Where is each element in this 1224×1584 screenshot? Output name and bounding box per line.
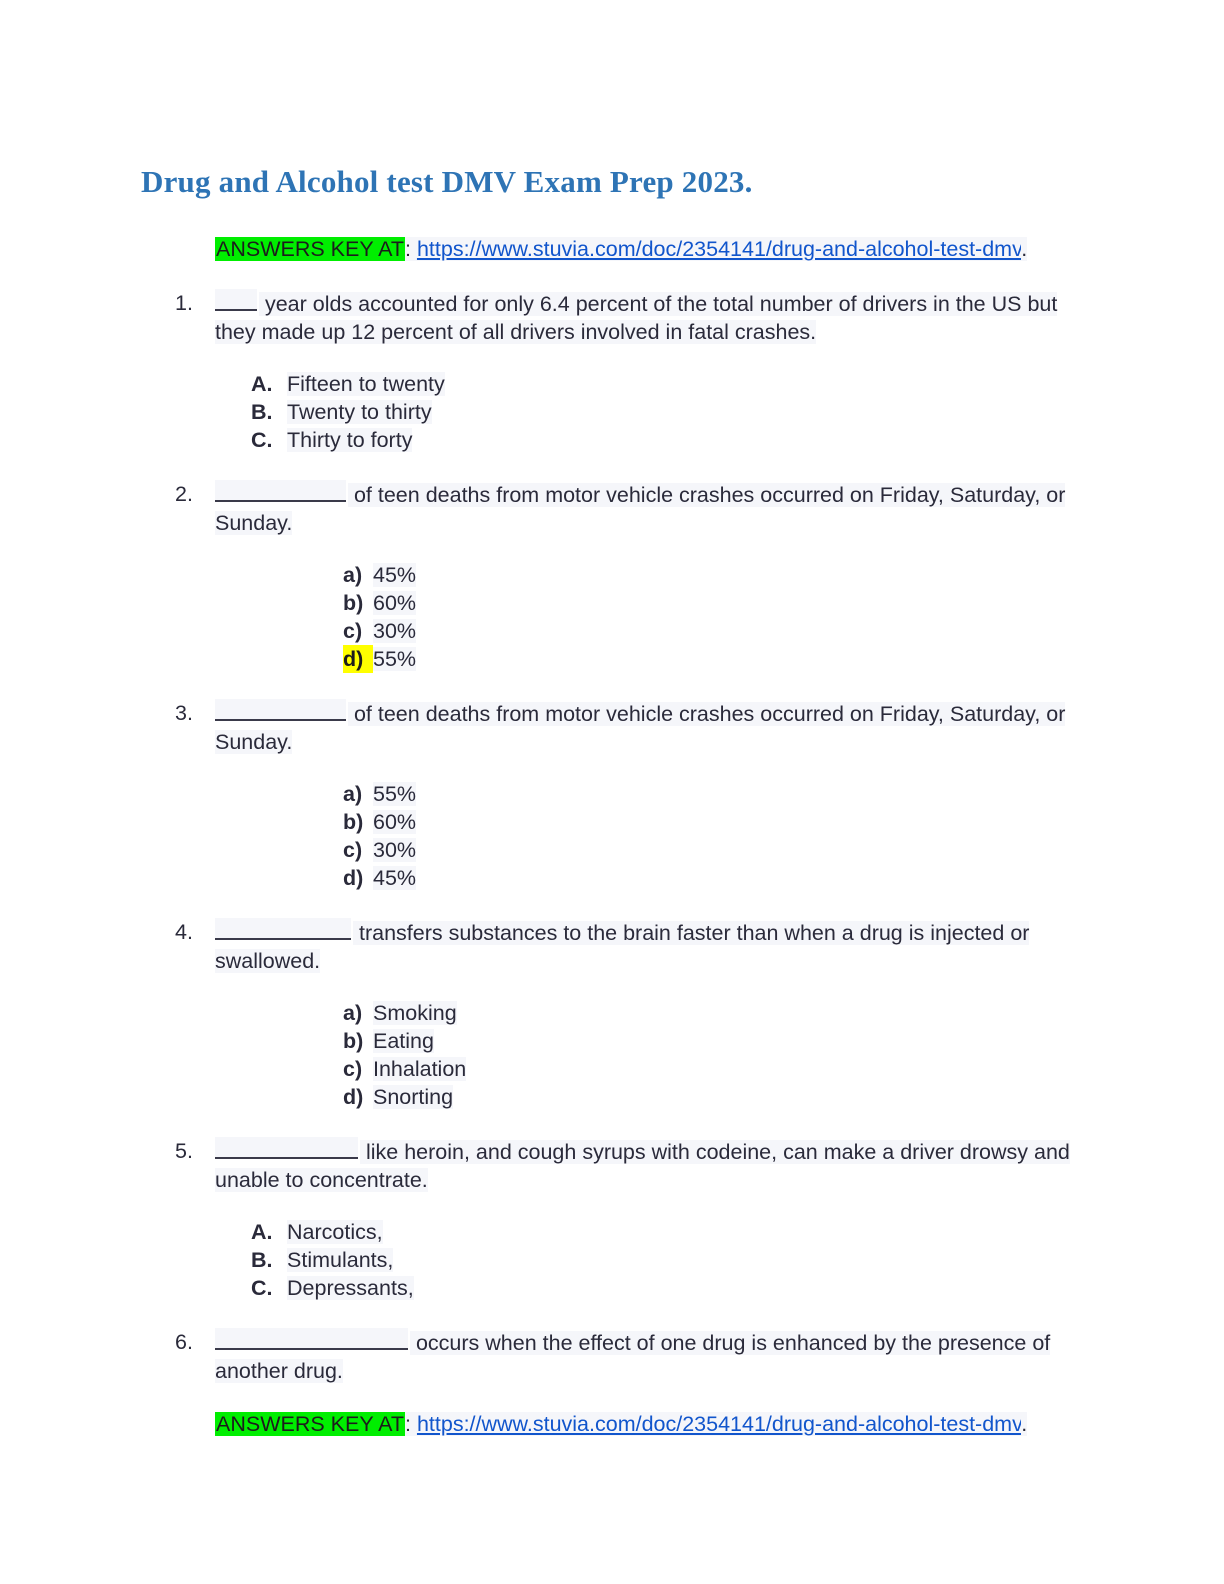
- option-marker: c): [343, 619, 363, 643]
- answer-options: a) 55% b) 60% c) 30% d) 45%: [171, 780, 1071, 892]
- question-text: year olds accounted for only 6.4 percent…: [215, 289, 1071, 346]
- question-item: 4. transfers substances to the brain fas…: [171, 918, 1071, 1111]
- answer-option[interactable]: A. Fifteen to twenty: [171, 370, 1071, 398]
- option-marker: b): [343, 1029, 364, 1053]
- option-marker: A.: [251, 372, 273, 396]
- answer-option[interactable]: B. Stimulants,: [171, 1246, 1071, 1274]
- answer-option[interactable]: c) 30%: [171, 836, 1071, 864]
- option-label: 60%: [373, 591, 417, 615]
- answer-option[interactable]: b) Eating: [171, 1027, 1071, 1055]
- option-label: Twenty to thirty: [287, 400, 432, 424]
- answers-key-label: ANSWERS KEY AT: [215, 237, 405, 261]
- option-label: 45%: [373, 866, 417, 890]
- answer-option[interactable]: d)55%: [171, 645, 1071, 673]
- answer-blank: [215, 1328, 408, 1350]
- answers-key-separator-footer: :: [404, 1412, 411, 1436]
- option-label: Inhalation: [373, 1057, 467, 1081]
- option-label: Snorting: [373, 1085, 454, 1109]
- question-number: 4.: [175, 920, 193, 944]
- question-text: occurs when the effect of one drug is en…: [215, 1328, 1071, 1385]
- answer-blank: [215, 480, 346, 502]
- option-label: Depressants,: [287, 1276, 414, 1300]
- option-label: 60%: [373, 810, 417, 834]
- page-title: Drug and Alcohol test DMV Exam Prep 2023…: [141, 164, 753, 199]
- question-item: 2. of teen deaths from motor vehicle cra…: [171, 480, 1071, 673]
- question-text: like heroin, and cough syrups with codei…: [215, 1137, 1071, 1194]
- question-number: 2.: [175, 482, 193, 506]
- question-item: 5. like heroin, and cough syrups with co…: [171, 1137, 1071, 1302]
- option-label: Stimulants,: [287, 1248, 394, 1272]
- option-label: Narcotics,: [287, 1220, 383, 1244]
- answer-blank: [215, 1137, 358, 1159]
- option-marker: a): [343, 1001, 363, 1025]
- answer-blank: [215, 289, 257, 311]
- answers-key-line-top: ANSWERS KEY AT: https://www.stuvia.com/d…: [215, 236, 1071, 263]
- question-text: of teen deaths from motor vehicle crashe…: [215, 480, 1071, 537]
- option-label: 30%: [373, 619, 417, 643]
- option-marker: B.: [251, 1248, 273, 1272]
- question-statement: year olds accounted for only 6.4 percent…: [215, 292, 1058, 344]
- answers-key-separator: :: [404, 237, 411, 261]
- option-marker: C.: [251, 1276, 273, 1300]
- question-item: 3. of teen deaths from motor vehicle cra…: [171, 699, 1071, 892]
- option-label: 55%: [373, 647, 417, 671]
- option-marker-highlighted: d): [343, 645, 373, 673]
- answers-key-link[interactable]: https://www.stuvia.com/doc/2354141/drug-…: [416, 237, 1022, 261]
- answer-option[interactable]: b) 60%: [171, 589, 1071, 617]
- question-item: 1. year olds accounted for only 6.4 perc…: [171, 289, 1071, 454]
- answer-option[interactable]: b) 60%: [171, 808, 1071, 836]
- answers-key-period-footer: .: [1021, 1412, 1028, 1436]
- option-label: Fifteen to twenty: [287, 372, 445, 396]
- option-label: Eating: [373, 1029, 434, 1053]
- option-marker: a): [343, 563, 363, 587]
- option-marker: A.: [251, 1220, 273, 1244]
- answer-option[interactable]: a) 55%: [171, 780, 1071, 808]
- option-label: 45%: [373, 563, 417, 587]
- answers-key-link-footer[interactable]: https://www.stuvia.com/doc/2354141/drug-…: [416, 1412, 1022, 1436]
- answers-key-line-bottom: ANSWERS KEY AT: https://www.stuvia.com/d…: [215, 1411, 1071, 1438]
- answers-key-label-footer: ANSWERS KEY AT: [215, 1412, 405, 1436]
- answer-options: a) 45% b) 60% c) 30%d)55%: [171, 561, 1071, 673]
- option-label: Thirty to forty: [287, 428, 413, 452]
- answer-options: a) Smoking b) Eating c) Inhalation d) Snorting: [171, 999, 1071, 1111]
- answer-option[interactable]: c) 30%: [171, 617, 1071, 645]
- answer-option[interactable]: a) Smoking: [171, 999, 1071, 1027]
- option-marker: B.: [251, 400, 273, 424]
- question-text: of teen deaths from motor vehicle crashe…: [215, 699, 1071, 756]
- answer-option[interactable]: C. Thirty to forty: [171, 426, 1071, 454]
- question-item: 6. occurs when the effect of one drug is…: [171, 1328, 1071, 1385]
- option-marker: b): [343, 591, 364, 615]
- option-label: Smoking: [373, 1001, 457, 1025]
- option-marker: c): [343, 1057, 363, 1081]
- answer-option[interactable]: c) Inhalation: [171, 1055, 1071, 1083]
- option-marker: d): [343, 1085, 364, 1109]
- option-label: 30%: [373, 838, 417, 862]
- option-marker: a): [343, 782, 363, 806]
- answers-key-period: .: [1021, 237, 1028, 261]
- answer-option[interactable]: d) 45%: [171, 864, 1071, 892]
- question-number: 5.: [175, 1139, 193, 1163]
- answer-options: A. Narcotics, B. Stimulants, C. Depressants,: [171, 1218, 1071, 1302]
- document-body: ANSWERS KEY AT: https://www.stuvia.com/d…: [171, 236, 1071, 1438]
- answer-option[interactable]: B. Twenty to thirty: [171, 398, 1071, 426]
- option-marker: c): [343, 838, 363, 862]
- option-marker: C.: [251, 428, 273, 452]
- answer-option[interactable]: d) Snorting: [171, 1083, 1071, 1111]
- option-label: 55%: [373, 782, 417, 806]
- question-number: 6.: [175, 1330, 193, 1354]
- answer-blank: [215, 699, 346, 721]
- question-number: 3.: [175, 701, 193, 725]
- question-text: transfers substances to the brain faster…: [215, 918, 1071, 975]
- question-number: 1.: [175, 291, 193, 315]
- option-marker: b): [343, 810, 364, 834]
- answer-option[interactable]: A. Narcotics,: [171, 1218, 1071, 1246]
- answer-blank: [215, 918, 351, 940]
- answer-option[interactable]: a) 45%: [171, 561, 1071, 589]
- answer-option[interactable]: C. Depressants,: [171, 1274, 1071, 1302]
- questions-list: 1. year olds accounted for only 6.4 perc…: [171, 289, 1071, 1385]
- option-marker: d): [343, 866, 364, 890]
